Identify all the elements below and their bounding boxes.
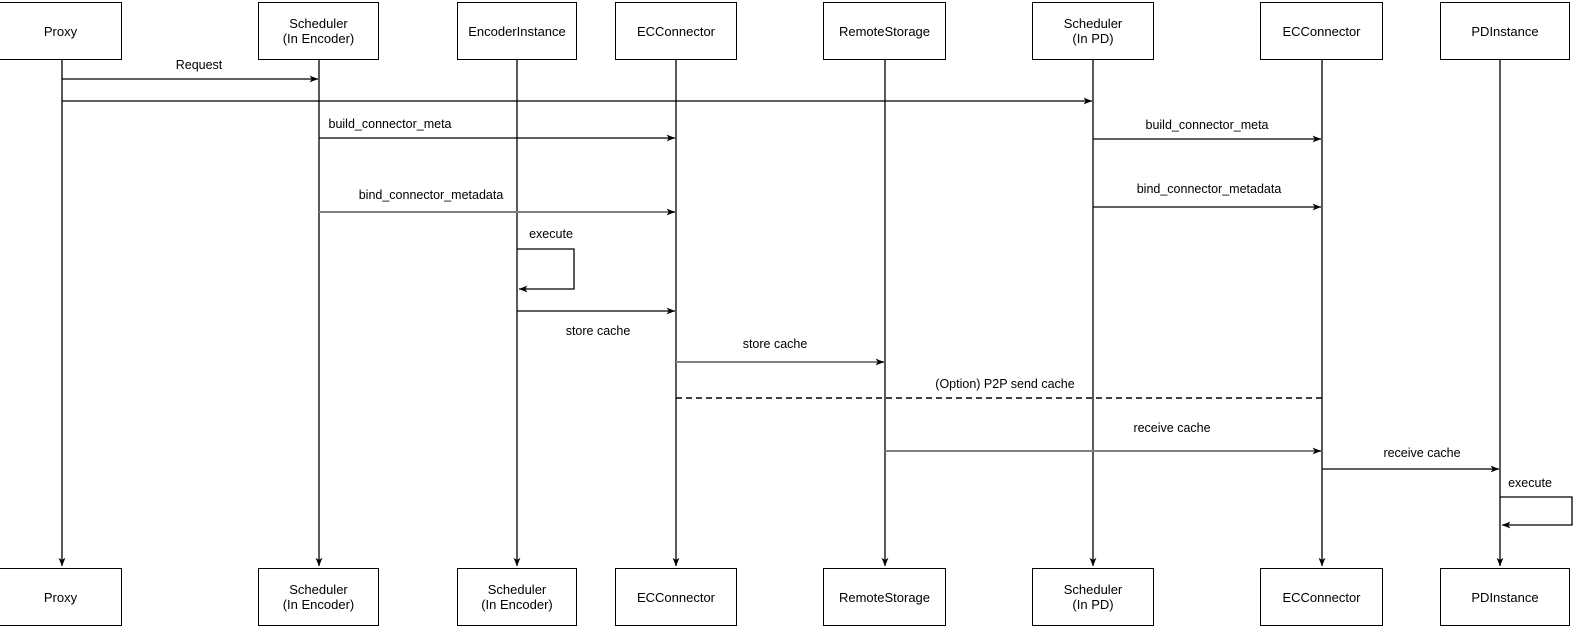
participant-box-top-sched_enc: Scheduler (In Encoder) — [258, 2, 379, 60]
participant-box-top-encoder_inst: EncoderInstance — [457, 2, 577, 60]
message-label-m5: bind_connector_metadata — [358, 188, 504, 202]
self-message-s2 — [1500, 496, 1573, 529]
message-label-m8: store cache — [742, 337, 808, 351]
participant-box-bottom-sched_pd: Scheduler (In PD) — [1032, 568, 1154, 626]
participant-box-top-ec_conn_enc: ECConnector — [615, 2, 737, 60]
participant-box-bottom-proxy: Proxy — [0, 568, 122, 626]
participant-box-top-proxy: Proxy — [0, 2, 122, 60]
message-label-m11: receive cache — [1383, 446, 1461, 460]
message-label-m10: receive cache — [1133, 421, 1211, 435]
participant-box-bottom-ec_conn_pd: ECConnector — [1260, 568, 1383, 626]
participant-label: Scheduler (In Encoder) — [282, 16, 355, 46]
participant-box-bottom-pd_inst: PDInstance — [1440, 568, 1570, 626]
participant-label: RemoteStorage — [838, 589, 931, 605]
self-message-s1 — [517, 248, 575, 293]
participant-label: PDInstance — [1471, 589, 1539, 605]
participant-box-bottom-remote_store: RemoteStorage — [823, 568, 946, 626]
participant-label: Scheduler (In PD) — [1063, 582, 1123, 612]
participant-label: Scheduler (In Encoder) — [282, 582, 355, 612]
participant-box-top-ec_conn_pd: ECConnector — [1260, 2, 1383, 60]
message-label-m1: Request — [175, 58, 223, 72]
participant-label: ECConnector — [1282, 23, 1361, 39]
participant-label: PDInstance — [1471, 23, 1539, 39]
participant-box-top-remote_store: RemoteStorage — [823, 2, 946, 60]
participant-box-bottom-ec_conn_enc: ECConnector — [615, 568, 737, 626]
participant-label: ECConnector — [636, 589, 716, 605]
participant-label: EncoderInstance — [468, 23, 566, 39]
participant-box-top-sched_pd: Scheduler (In PD) — [1032, 2, 1154, 60]
participant-label: ECConnector — [636, 23, 716, 39]
participant-box-top-pd_inst: PDInstance — [1440, 2, 1570, 60]
participant-label: RemoteStorage — [838, 23, 931, 39]
message-label-m4: build_connector_meta — [1145, 118, 1269, 132]
participant-box-bottom-encoder_inst: Scheduler (In Encoder) — [457, 568, 577, 626]
participant-label: Proxy — [43, 23, 78, 39]
self-message-label-s1: execute — [529, 227, 573, 241]
participant-label: ECConnector — [1282, 589, 1361, 605]
participant-box-bottom-sched_enc: Scheduler (In Encoder) — [258, 568, 379, 626]
message-label-m9: (Option) P2P send cache — [935, 377, 1075, 391]
message-label-m3: build_connector_meta — [328, 117, 452, 131]
participant-label: Scheduler (In Encoder) — [481, 582, 553, 612]
message-label-m6: bind_connector_metadata — [1136, 182, 1282, 196]
participant-label: Scheduler (In PD) — [1063, 16, 1123, 46]
self-message-label-s2: execute — [1508, 476, 1552, 490]
participant-label: Proxy — [43, 589, 78, 605]
message-label-m7: store cache — [565, 324, 631, 338]
